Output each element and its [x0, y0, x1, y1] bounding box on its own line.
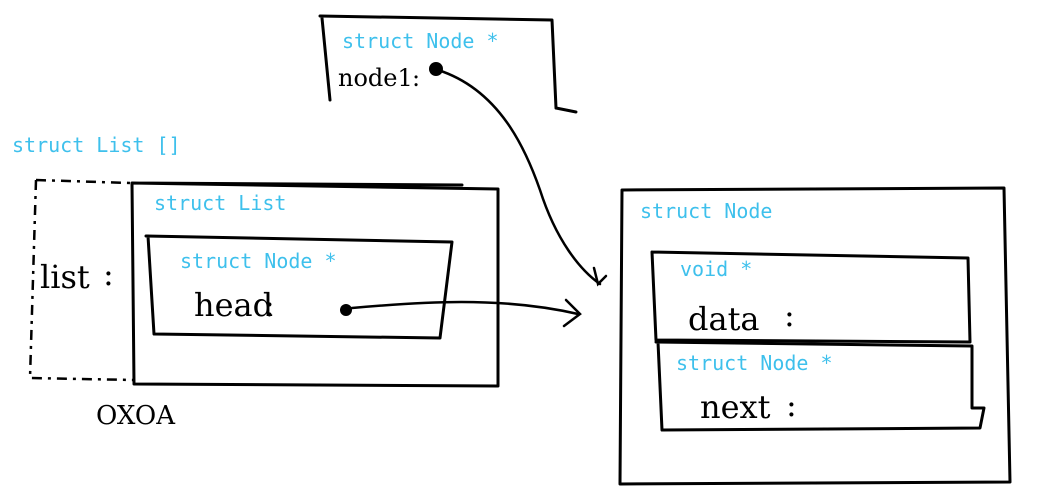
- node1-pointer-dot: [429, 62, 443, 76]
- node1-type-label: struct Node *: [342, 29, 499, 53]
- node1-colon: :: [412, 64, 420, 92]
- data-colon: :: [784, 296, 795, 334]
- data-type-label: void *: [680, 257, 752, 281]
- node1-field-label: node1: [338, 64, 413, 92]
- head-field-label: head: [194, 286, 273, 324]
- struct-node-box: struct Node void * data : struct Node * …: [618, 186, 1012, 486]
- list-field-label: list: [40, 258, 90, 296]
- head-pointer-dot: [340, 304, 352, 316]
- next-field-label: next: [700, 388, 771, 426]
- next-type-label: struct Node *: [676, 351, 833, 375]
- data-field-label: data: [688, 300, 760, 338]
- next-colon: :: [786, 386, 797, 424]
- head-type-label: struct Node *: [180, 249, 337, 273]
- struct-node-type-label: struct Node: [640, 199, 772, 223]
- head-colon: :: [264, 286, 275, 324]
- head-to-node-arrow: [350, 298, 582, 328]
- head-pointer-box: struct Node * head :: [144, 234, 454, 340]
- list-address-label: OXOA: [96, 401, 176, 431]
- node1-to-node-arrow: [436, 68, 608, 287]
- list-array-type-label: struct List []: [12, 133, 181, 157]
- list-array-outline: list : OXOA: [28, 178, 176, 431]
- next-pointer-box: struct Node * next :: [654, 340, 986, 432]
- struct-list-box: struct List struct Node * head :: [130, 181, 500, 388]
- list-colon: :: [103, 255, 114, 293]
- data-pointer-box: void * data :: [650, 250, 972, 344]
- node1-pointer-box: struct Node * node1 :: [318, 14, 578, 114]
- struct-list-type-label: struct List: [154, 191, 286, 215]
